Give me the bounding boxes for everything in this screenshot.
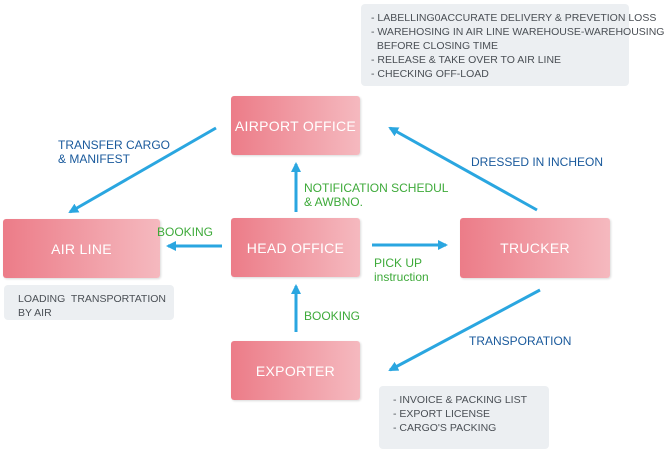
note-line: - INVOICE & PACKING LIST bbox=[393, 394, 527, 406]
label-transporation: TRANSPORATION bbox=[469, 334, 571, 348]
note-line: - CARGO'S PACKING bbox=[393, 422, 497, 434]
note-air-line: LOADING TRANSPORTATION BY AIR bbox=[4, 285, 174, 320]
label-line: DRESSED IN INCHEON bbox=[471, 155, 604, 169]
note-line: - CHECKING OFF-LOAD bbox=[371, 68, 489, 80]
label-line: BOOKING bbox=[304, 309, 361, 323]
label-line: & MANIFEST bbox=[58, 152, 131, 166]
note-line: - EXPORT LICENSE bbox=[393, 408, 491, 420]
node-label: AIRPORT OFFICE bbox=[234, 117, 357, 134]
note-airport-tasks: - LABELLING0ACCURATE DELIVERY & PREVETIO… bbox=[361, 4, 664, 86]
label-booking-bottom: BOOKING bbox=[304, 309, 360, 323]
arrow-trucker-to-airport bbox=[388, 126, 538, 212]
note-line: - RELEASE & TAKE OVER TO AIR LINE bbox=[371, 54, 562, 66]
note-line: - LABELLING0ACCURATE DELIVERY & PREVETIO… bbox=[371, 12, 657, 24]
arrow-trucker-to-exporter bbox=[388, 288, 541, 372]
node-air-line: AIR LINE bbox=[3, 219, 160, 278]
node-head-office: HEAD OFFICE bbox=[231, 218, 360, 277]
node-trucker: TRUCKER bbox=[460, 218, 610, 278]
note-exporter-docs: - INVOICE & PACKING LIST - EXPORT LICENS… bbox=[379, 386, 549, 449]
label-transfer-cargo: TRANSFER CARGO & MANIFEST bbox=[58, 138, 170, 166]
label-pickup: PICK UP instruction bbox=[374, 256, 429, 284]
node-label: EXPORTER bbox=[255, 362, 336, 379]
label-line: NOTIFICATION SCHEDUL bbox=[304, 181, 449, 195]
node-label: TRUCKER bbox=[500, 240, 570, 256]
label-notification: NOTIFICATION SCHEDUL & AWBNO. bbox=[304, 181, 448, 209]
label-line: & AWBNO. bbox=[304, 195, 363, 209]
node-exporter: EXPORTER bbox=[231, 341, 360, 400]
label-dressed: DRESSED IN INCHEON bbox=[471, 155, 603, 169]
label-line: PICK UP bbox=[374, 256, 423, 270]
label-line: instruction bbox=[374, 270, 429, 284]
label-booking-left: BOOKING bbox=[157, 225, 213, 239]
label-line: TRANSPORATION bbox=[469, 334, 572, 348]
node-airport-office: AIRPORT OFFICE bbox=[231, 96, 360, 155]
note-line: LOADING TRANSPORTATION bbox=[18, 293, 166, 305]
arrow-airport-to-airline bbox=[68, 126, 217, 214]
note-line: BEFORE CLOSING TIME bbox=[371, 40, 498, 52]
node-label: HEAD OFFICE bbox=[246, 239, 345, 256]
note-line: BY AIR bbox=[18, 307, 52, 319]
node-label: AIR LINE bbox=[51, 240, 112, 257]
label-line: TRANSFER CARGO bbox=[58, 138, 171, 152]
arrows-layer bbox=[68, 126, 541, 372]
label-line: BOOKING bbox=[157, 225, 214, 239]
